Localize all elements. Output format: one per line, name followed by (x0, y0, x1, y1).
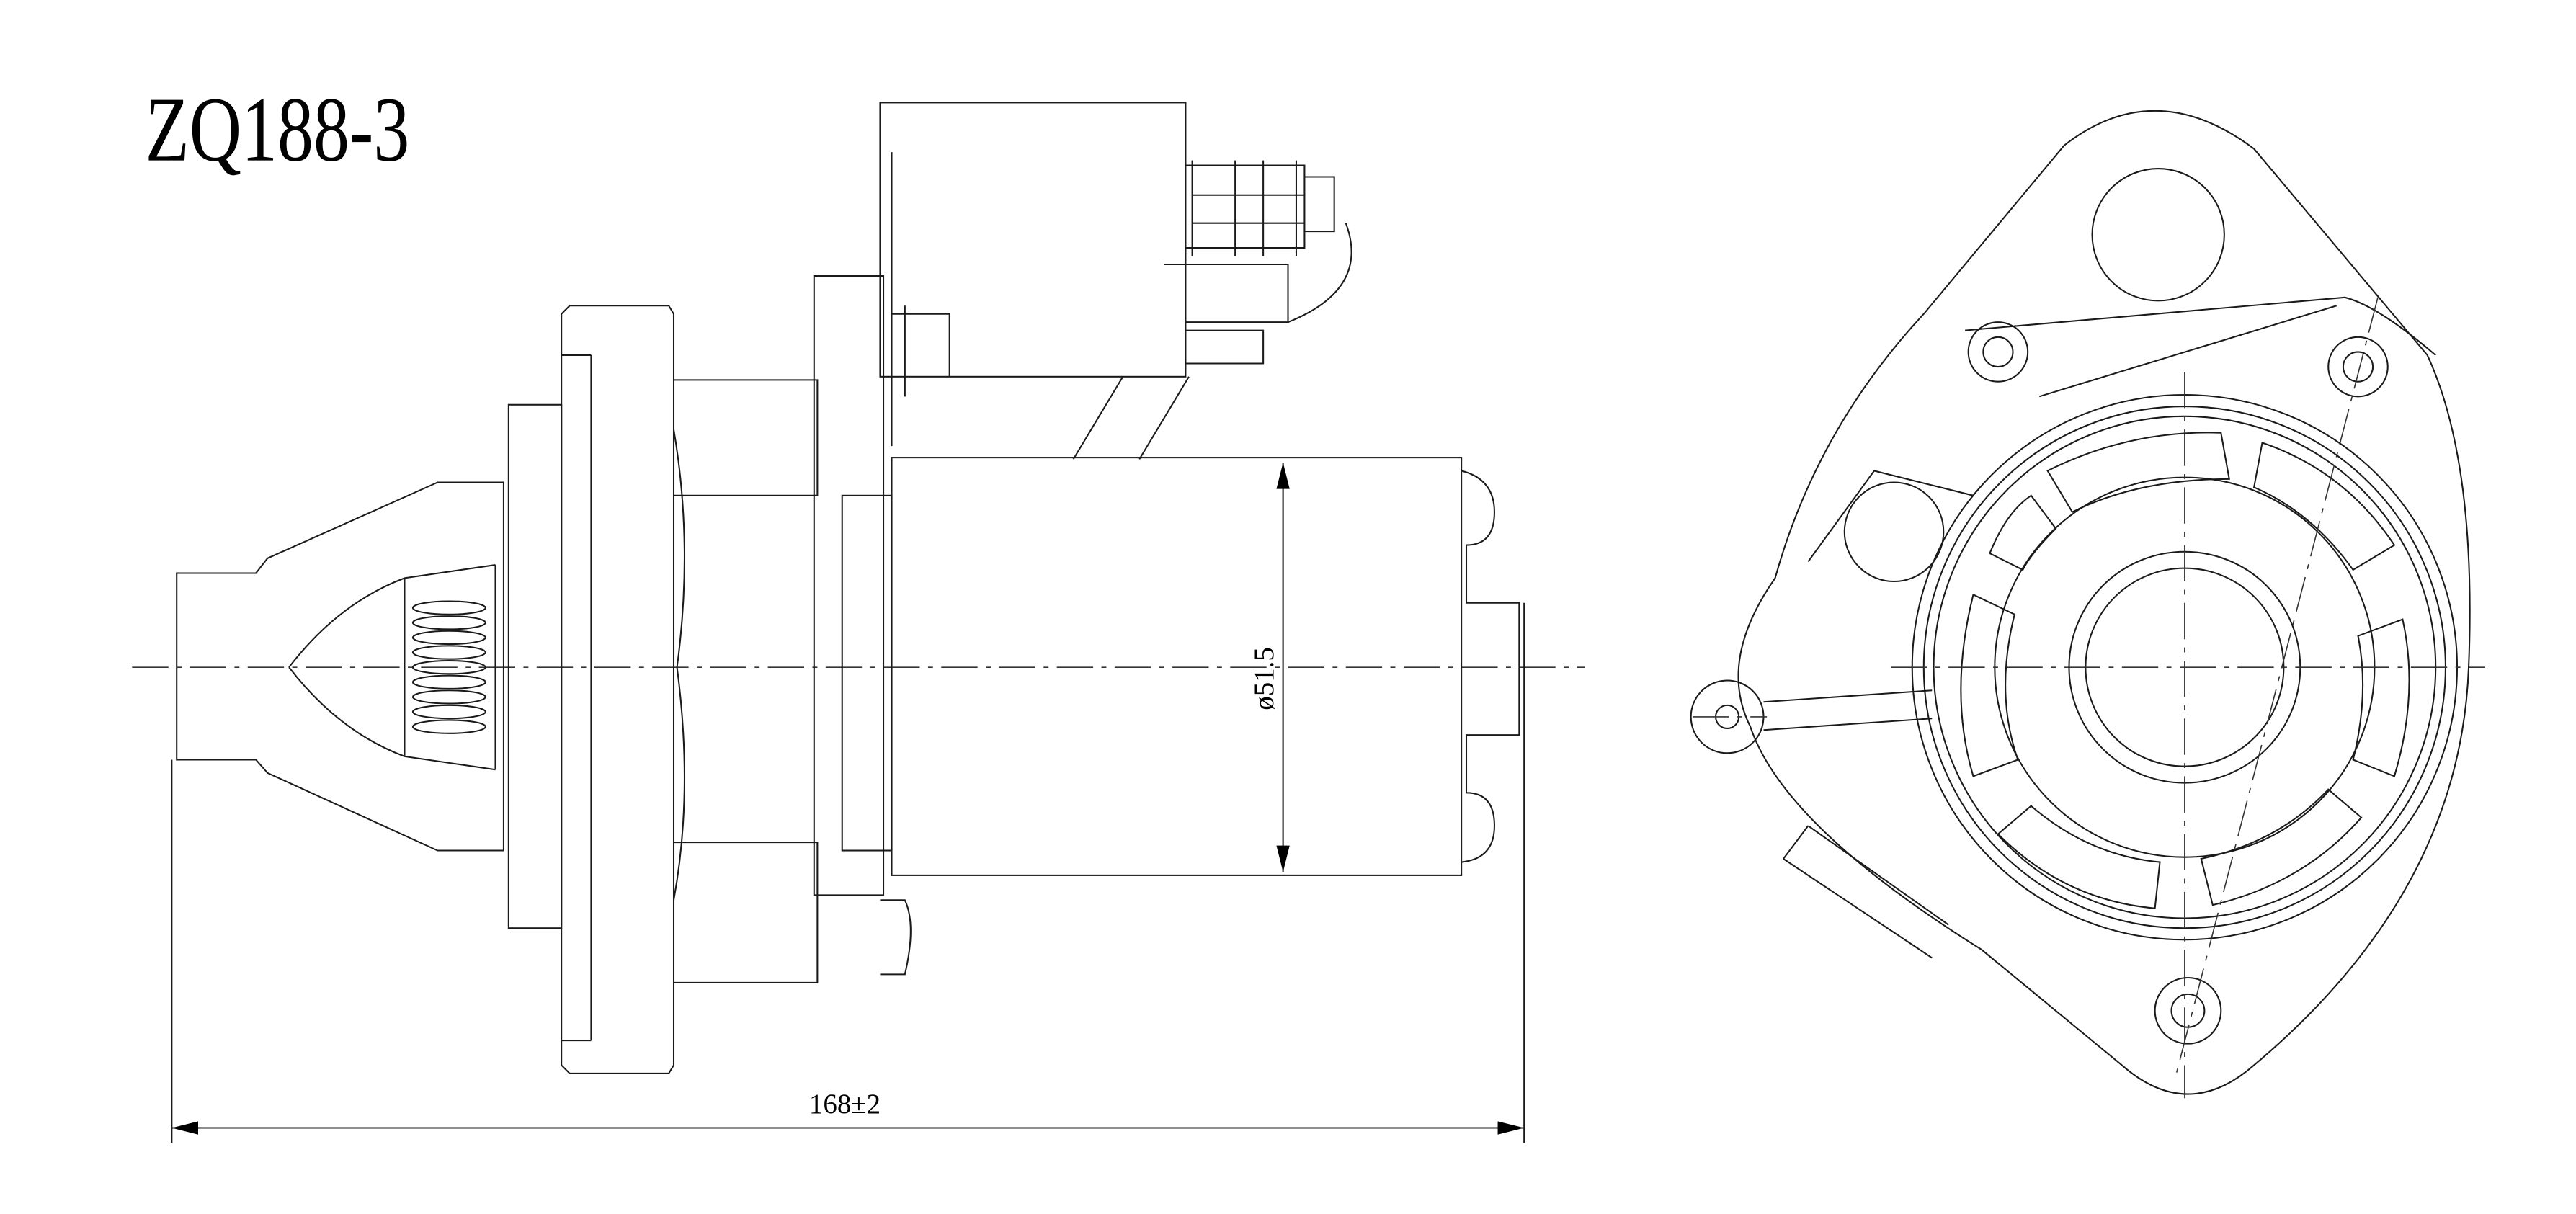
terminal-connector (1164, 263, 1289, 365)
bolt-bottom (2170, 993, 2206, 1028)
diameter-label: ø51.5 (1249, 647, 1280, 710)
boss-bracket (1807, 470, 1974, 563)
end-view (1690, 110, 2485, 1099)
housing-ridge (1964, 296, 2436, 398)
end-centerline-diag (2175, 297, 2379, 1074)
motor-end-cap (1461, 470, 1520, 863)
bolt-upper-right-outer (2327, 336, 2389, 398)
bolt-upper-right (2342, 351, 2374, 383)
pinion-outline (404, 565, 496, 770)
bolt-head-lower (880, 899, 912, 976)
side-boss (1843, 481, 1945, 583)
bolt-upper-left-outer (1967, 321, 2029, 383)
drive-nose (176, 481, 504, 852)
terminal-stud (1288, 176, 1352, 323)
bolt-upper-left (1982, 336, 2014, 368)
terminal-nuts (1185, 160, 1306, 256)
drawing-title: ZQ188-3 (146, 79, 410, 181)
nose-inner (288, 564, 496, 771)
flange-detail (561, 354, 686, 1042)
housing-plate (813, 275, 885, 896)
upper-hole (2091, 168, 2225, 302)
end-housing-outline (1737, 110, 2471, 1095)
shaft-housing (673, 379, 819, 983)
length-label: 168±2 (809, 1089, 881, 1120)
side-view: ø51.5 168±2 (132, 102, 1585, 1143)
vent-slots (1960, 432, 2410, 909)
mount-flange (507, 403, 563, 929)
lower-tab (1783, 825, 1949, 959)
solenoid-detail (891, 152, 950, 447)
bolt-bottom-outer (2154, 976, 2222, 1045)
motor-body (891, 457, 1463, 876)
flange-body (561, 305, 675, 1074)
solenoid-bracket (1072, 376, 1190, 460)
spring (411, 600, 486, 734)
brush-ring (841, 494, 893, 852)
ear-arm (1763, 689, 1933, 731)
solenoid (879, 102, 1187, 378)
